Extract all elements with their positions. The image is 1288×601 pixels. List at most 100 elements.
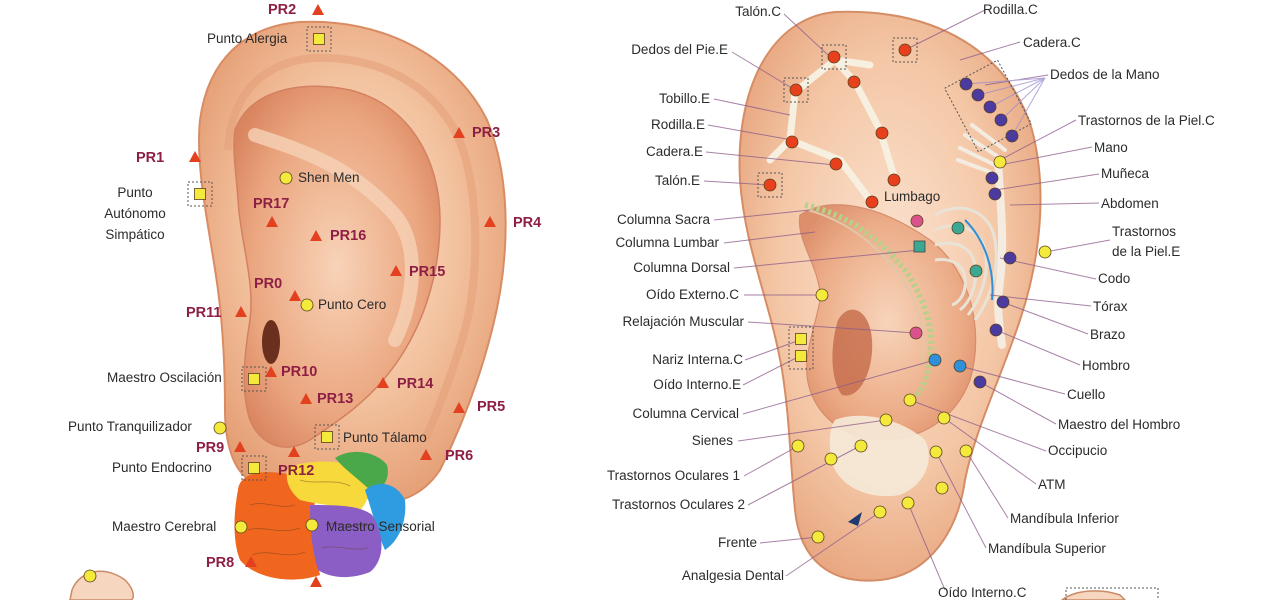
- leader-right-16: [965, 450, 1009, 519]
- pr8-label: PR8: [206, 555, 235, 571]
- lumbago-side-point: [910, 214, 924, 228]
- brain-orange: [234, 472, 320, 580]
- leader-right-3: [999, 119, 1077, 161]
- leader-left-3: [707, 124, 793, 141]
- pr14-label: PR14: [397, 376, 434, 392]
- abdomen-label: Abdomen: [1101, 196, 1159, 211]
- maestro-oscilacion-label: Maestro Oscilación: [107, 370, 222, 385]
- nariz-interna-marker: [795, 333, 807, 345]
- pr13-label: PR13: [317, 391, 354, 407]
- leader-left-2: [713, 98, 791, 116]
- maestro-oscilacion-marker: [248, 373, 260, 385]
- small-marker-blue: [848, 512, 862, 526]
- leader-right-10: [1001, 301, 1089, 335]
- trastornos-oculares-1-label: Trastornos Oculares 1: [606, 468, 740, 483]
- pr17-label: PR17: [253, 196, 290, 212]
- torax-label: Tórax: [1093, 299, 1128, 314]
- leg-point-2: [847, 75, 861, 89]
- arm-point-0: [959, 77, 973, 91]
- talon-e-label: Talón.E: [654, 173, 700, 188]
- right-yellow-point-11: [935, 481, 949, 495]
- pr7-marker: [310, 576, 322, 587]
- pr10-marker: [265, 366, 277, 377]
- leader-left-10: [747, 321, 917, 334]
- leader-left-18: [785, 511, 881, 577]
- atm-label: ATM: [1038, 477, 1066, 492]
- columna-lumbar-label: Columna Lumbar: [615, 235, 719, 250]
- leader-right-4: [999, 146, 1093, 166]
- leader-right-0: [904, 9, 986, 51]
- leader-left-1: [731, 51, 796, 91]
- bottom-right-frame: [1065, 587, 1159, 600]
- leader-left-8: [733, 249, 921, 269]
- punto-cero-marker: [300, 298, 314, 312]
- brain-map: [234, 451, 406, 580]
- leader-right-8: [999, 257, 1097, 280]
- arm-point-2: [983, 100, 997, 114]
- sienes-label: Sienes: [691, 433, 733, 448]
- leader-right-11: [995, 329, 1081, 366]
- punto-tranquilizador-marker: [213, 421, 227, 435]
- finger-fan-4: [1011, 77, 1046, 137]
- leader-right-17: [935, 451, 987, 549]
- punto-endocrino-label: Punto Endocrino: [112, 460, 212, 475]
- columna-dorsal-label: Columna Dorsal: [633, 260, 730, 275]
- spine: [804, 202, 935, 403]
- leg-frame-1: [892, 37, 918, 63]
- maestro-sensorial-marker: [305, 518, 319, 532]
- pr2-label: PR2: [268, 2, 297, 18]
- leader-left-11: [744, 339, 801, 361]
- abdomen-point: [951, 221, 965, 235]
- leader-left-13: [742, 359, 936, 415]
- dedos-pie-e-label: Dedos del Pie.E: [631, 42, 728, 57]
- hand-bones: [956, 123, 1007, 174]
- pr13-marker: [300, 393, 312, 404]
- dedos-mano-label: Dedos de la Mano: [1050, 67, 1160, 82]
- pr3-marker: [453, 127, 465, 138]
- bottom-left-point-marker: [83, 569, 97, 583]
- small-ear-fragment-left: [69, 570, 135, 600]
- punto-talamo-label: Punto Tálamo: [343, 430, 427, 445]
- leg-frame-2: [783, 77, 809, 103]
- punto-endocrino-marker-frame: [241, 455, 267, 481]
- right-yellow-point-5: [937, 411, 951, 425]
- leg-point-6: [829, 157, 843, 171]
- pr10-label: PR10: [281, 364, 318, 380]
- pr9-label: PR9: [196, 440, 225, 456]
- trastornos-piel-e-label-1: Trastornos: [1112, 224, 1177, 239]
- leader-right-18: [907, 502, 946, 591]
- leader-right-1: [959, 41, 1021, 61]
- left-ear-canal: [262, 320, 280, 364]
- brazo-label: Brazo: [1090, 327, 1126, 342]
- pr4-label: PR4: [513, 215, 542, 231]
- maestro-cerebral-marker: [234, 520, 248, 534]
- leg-point-7: [763, 178, 777, 192]
- punto-alergia-marker: [313, 33, 325, 45]
- leader-right-14: [909, 399, 1047, 452]
- dorsal-square: [913, 240, 926, 253]
- analgesia-dental-label: Analgesia Dental: [681, 568, 784, 583]
- left-antihelix: [248, 128, 419, 347]
- brain-yellow: [286, 461, 370, 510]
- frente-label: Frente: [717, 535, 757, 550]
- leader-right-12: [959, 365, 1066, 395]
- leg-point-1: [898, 43, 912, 57]
- right-yellow-point-3: [879, 413, 893, 427]
- pr4-marker: [484, 216, 496, 227]
- leader-left-6: [713, 209, 811, 221]
- right-yellow-point-2: [815, 288, 829, 302]
- hombro-label: Hombro: [1082, 358, 1131, 373]
- trastornos-piel-e-label-2: de la Piel.E: [1112, 244, 1181, 259]
- punto-tranquilizador-label: Punto Tranquilizador: [68, 419, 192, 434]
- pr2-marker: [312, 4, 324, 15]
- maestro-oscilacion-marker-frame: [241, 366, 267, 392]
- pr3-label: PR3: [472, 125, 501, 141]
- brain-green: [335, 451, 388, 492]
- mandibula-inferior-label: Mandíbula Inferior: [1010, 511, 1119, 526]
- arm-blue-line: [964, 219, 994, 301]
- leader-right-9: [989, 294, 1092, 307]
- punto-autonomo-label: Punto Autónomo Simpático: [104, 185, 166, 242]
- leader-left-12: [742, 355, 801, 386]
- leader-left-14: [737, 419, 887, 442]
- relajacion-point: [909, 326, 923, 340]
